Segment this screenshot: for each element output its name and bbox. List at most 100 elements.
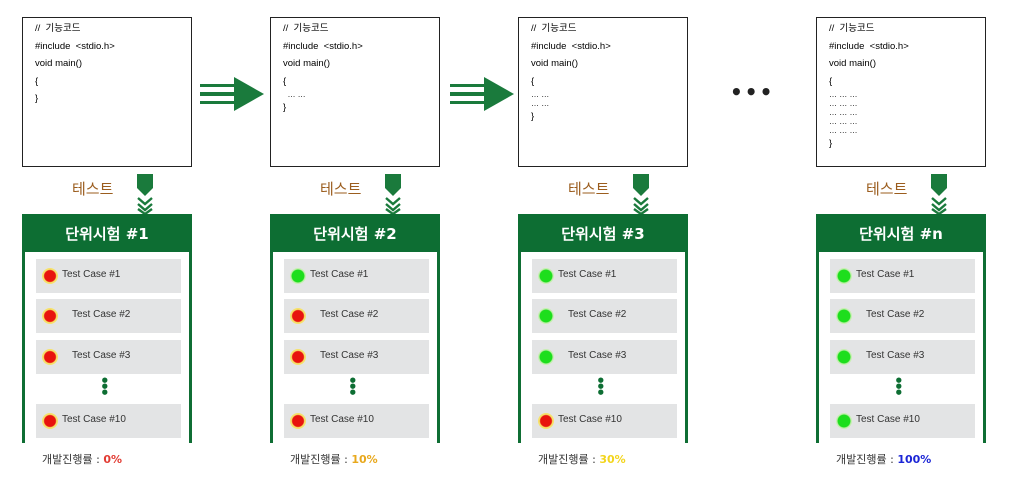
progress-value: 10% xyxy=(351,453,378,466)
code-line: } xyxy=(35,93,39,104)
code-line: // 기능코드 xyxy=(531,23,577,34)
test-label: 테스트 xyxy=(866,180,908,198)
test-case-label: Test Case #3 xyxy=(866,350,925,361)
test-case-row: Test Case #10 xyxy=(36,404,181,438)
progress-label: 개발진행률 : xyxy=(42,453,104,466)
code-box: // 기능코드#include <stdio.h>void main(){ … … xyxy=(270,17,440,167)
code-line: } xyxy=(829,138,833,149)
progress-label: 개발진행률 : xyxy=(290,453,352,466)
test-case-row: Test Case #1 xyxy=(284,259,429,293)
test-case-row: Test Case #3 xyxy=(284,340,429,374)
test-case-label: Test Case #3 xyxy=(320,350,379,361)
fail-status-icon xyxy=(42,308,58,324)
test-case-label: Test Case #10 xyxy=(310,414,374,425)
down-chevron-icon xyxy=(137,174,153,214)
code-box: // 기능코드 #include <stdio.h> void main() {} xyxy=(22,17,192,167)
code-line: #include <stdio.h> xyxy=(531,40,611,52)
test-case-row: Test Case #1 xyxy=(830,259,975,293)
right-arrow-icon xyxy=(450,77,514,111)
code-line: … … xyxy=(531,90,550,99)
progress-label: 개발진행률 : xyxy=(538,453,600,466)
fail-status-icon xyxy=(42,349,58,365)
code-box: // 기능코드 #include <stdio.h> void main() { … …… xyxy=(816,17,986,167)
pass-status-icon xyxy=(538,268,554,284)
test-case-row: Test Case #1 xyxy=(532,259,677,293)
code-line: { xyxy=(35,75,39,87)
test-label: 테스트 xyxy=(568,180,610,198)
code-line: } xyxy=(283,102,287,113)
code-line: #include <stdio.h> xyxy=(829,40,909,52)
down-chevron-icon xyxy=(385,174,401,214)
test-case-row: Test Case #2 xyxy=(830,299,975,333)
horizontal-ellipsis-icon: ••• xyxy=(730,80,775,104)
unit-test-title: 단위시험 #3 xyxy=(518,214,688,252)
code-line: // 기능코드 xyxy=(35,23,81,34)
code-line: #include <stdio.h> xyxy=(35,40,115,52)
unit-test-panel: 단위시험 #3 Test Case #1 Test Case #2 Test Case… xyxy=(518,214,688,443)
test-case-label: Test Case #10 xyxy=(62,414,126,425)
test-case-row: Test Case #3 xyxy=(36,340,181,374)
code-line: void main() xyxy=(35,58,82,69)
test-case-label: Test Case #2 xyxy=(866,309,925,320)
vertical-ellipsis-icon: ••• xyxy=(348,372,358,402)
progress-value: 30% xyxy=(599,453,626,466)
fail-status-icon xyxy=(538,413,554,429)
code-line: … … … xyxy=(829,99,858,108)
code-line: … … … xyxy=(829,126,858,135)
test-case-row: Test Case #10 xyxy=(830,404,975,438)
unit-test-title: 단위시험 #2 xyxy=(270,214,440,252)
vertical-ellipsis-icon: ••• xyxy=(894,372,904,402)
test-case-row: Test Case #10 xyxy=(532,404,677,438)
code-line: { xyxy=(829,75,833,87)
unit-test-title: 단위시험 #n xyxy=(816,214,986,252)
test-case-label: Test Case #2 xyxy=(568,309,627,320)
unit-test-panel: 단위시험 #2 Test Case #1 Test Case #2 Test Case… xyxy=(270,214,440,443)
code-box: // 기능코드 #include <stdio.h> void main() { … …… xyxy=(518,17,688,167)
test-case-label: Test Case #1 xyxy=(310,269,369,280)
fail-status-icon xyxy=(290,308,306,324)
progress-value: 100% xyxy=(897,453,932,466)
progress-text: 개발진행률 : 100% xyxy=(836,451,931,467)
progress-value: 0% xyxy=(103,453,122,466)
test-case-label: Test Case #1 xyxy=(558,269,617,280)
test-label: 테스트 xyxy=(320,180,362,198)
test-label: 테스트 xyxy=(72,180,114,198)
fail-status-icon xyxy=(290,413,306,429)
code-line: void main() xyxy=(283,58,330,69)
down-chevron-icon xyxy=(931,174,947,214)
code-line: } xyxy=(531,111,535,122)
pass-status-icon xyxy=(836,308,852,324)
progress-text: 개발진행률 : 0% xyxy=(42,451,122,467)
code-line: { xyxy=(531,75,535,87)
test-case-label: Test Case #1 xyxy=(856,269,915,280)
test-case-row: Test Case #2 xyxy=(532,299,677,333)
code-line: … … … xyxy=(829,108,858,117)
pass-status-icon xyxy=(836,349,852,365)
test-case-label: Test Case #1 xyxy=(62,269,121,280)
code-line: { xyxy=(283,75,287,87)
fail-status-icon xyxy=(290,349,306,365)
pass-status-icon xyxy=(538,308,554,324)
test-case-row: Test Case #10 xyxy=(284,404,429,438)
vertical-ellipsis-icon: ••• xyxy=(100,372,110,402)
test-case-label: Test Case #10 xyxy=(856,414,920,425)
fail-status-icon xyxy=(42,268,58,284)
fail-status-icon xyxy=(42,413,58,429)
test-case-row: Test Case #1 xyxy=(36,259,181,293)
test-case-label: Test Case #2 xyxy=(72,309,131,320)
code-line: // 기능코드 xyxy=(829,23,875,34)
test-case-row: Test Case #3 xyxy=(830,340,975,374)
pass-status-icon xyxy=(538,349,554,365)
code-line: void main() xyxy=(829,58,876,69)
code-line: void main() xyxy=(531,58,578,69)
pass-status-icon xyxy=(290,268,306,284)
progress-label: 개발진행률 : xyxy=(836,453,898,466)
progress-text: 개발진행률 : 10% xyxy=(290,451,378,467)
code-line: … … … xyxy=(829,90,858,99)
code-line: … … xyxy=(531,99,550,108)
code-line: … … xyxy=(283,90,306,99)
test-case-label: Test Case #3 xyxy=(72,350,131,361)
progress-text: 개발진행률 : 30% xyxy=(538,451,626,467)
test-case-row: Test Case #2 xyxy=(284,299,429,333)
